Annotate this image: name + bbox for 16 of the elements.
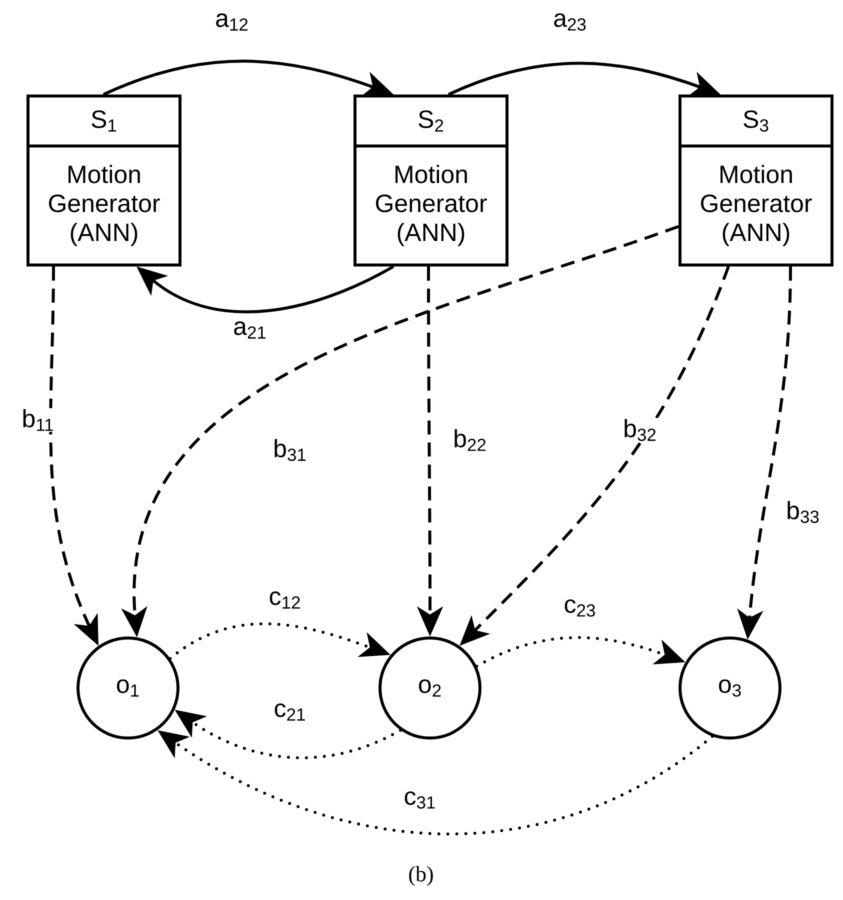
process-box: S$_{2}$ Motion Generator (ANN)	[354, 94, 508, 266]
edge-label: a$_{23}$	[552, 12, 588, 32]
edge-label: a$_{21}$	[232, 320, 268, 340]
process-box: S$_{3}$ Motion Generator (ANN)	[678, 94, 834, 266]
process-box: S$_{1}$ Motion Generator (ANN)	[26, 94, 182, 266]
edge-label: c$_{31}$	[402, 790, 438, 810]
edge-label: b$_{22}$	[452, 428, 488, 452]
edge-label: c$_{21}$	[272, 702, 308, 722]
edge-label: b$_{31}$	[272, 438, 308, 462]
edge-label: b$_{32}$	[622, 418, 658, 442]
edge-label: c$_{12}$	[268, 590, 302, 610]
edge-label: b$_{33}$	[785, 500, 821, 524]
caption: (b)	[409, 866, 433, 886]
edge-label: b$_{11}$	[20, 408, 56, 432]
edge-label: a$_{12}$	[214, 12, 250, 32]
edge-label: c$_{23}$	[562, 598, 598, 618]
